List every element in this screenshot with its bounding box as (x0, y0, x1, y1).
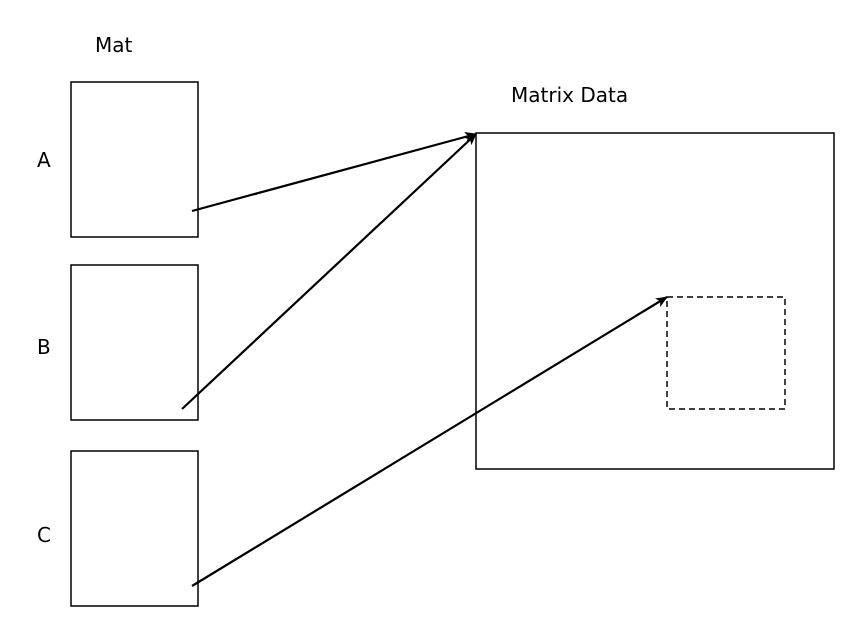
mat-heading: Mat (95, 33, 133, 57)
arrow-a-to-matrix (191, 132, 477, 213)
matrix-data-box (475, 132, 835, 470)
arrow-c-to-subregion (191, 296, 668, 587)
arrow-b-to-matrix (181, 133, 477, 410)
mat-b-label: B (37, 335, 51, 359)
mat-a-label: A (37, 148, 51, 172)
matrix-subregion-box (666, 296, 786, 410)
matrix-data-heading: Matrix Data (511, 83, 628, 107)
mat-a-box (70, 81, 199, 238)
mat-c-label: C (37, 523, 51, 547)
mat-c-box (70, 450, 199, 607)
mat-b-box (70, 264, 199, 421)
